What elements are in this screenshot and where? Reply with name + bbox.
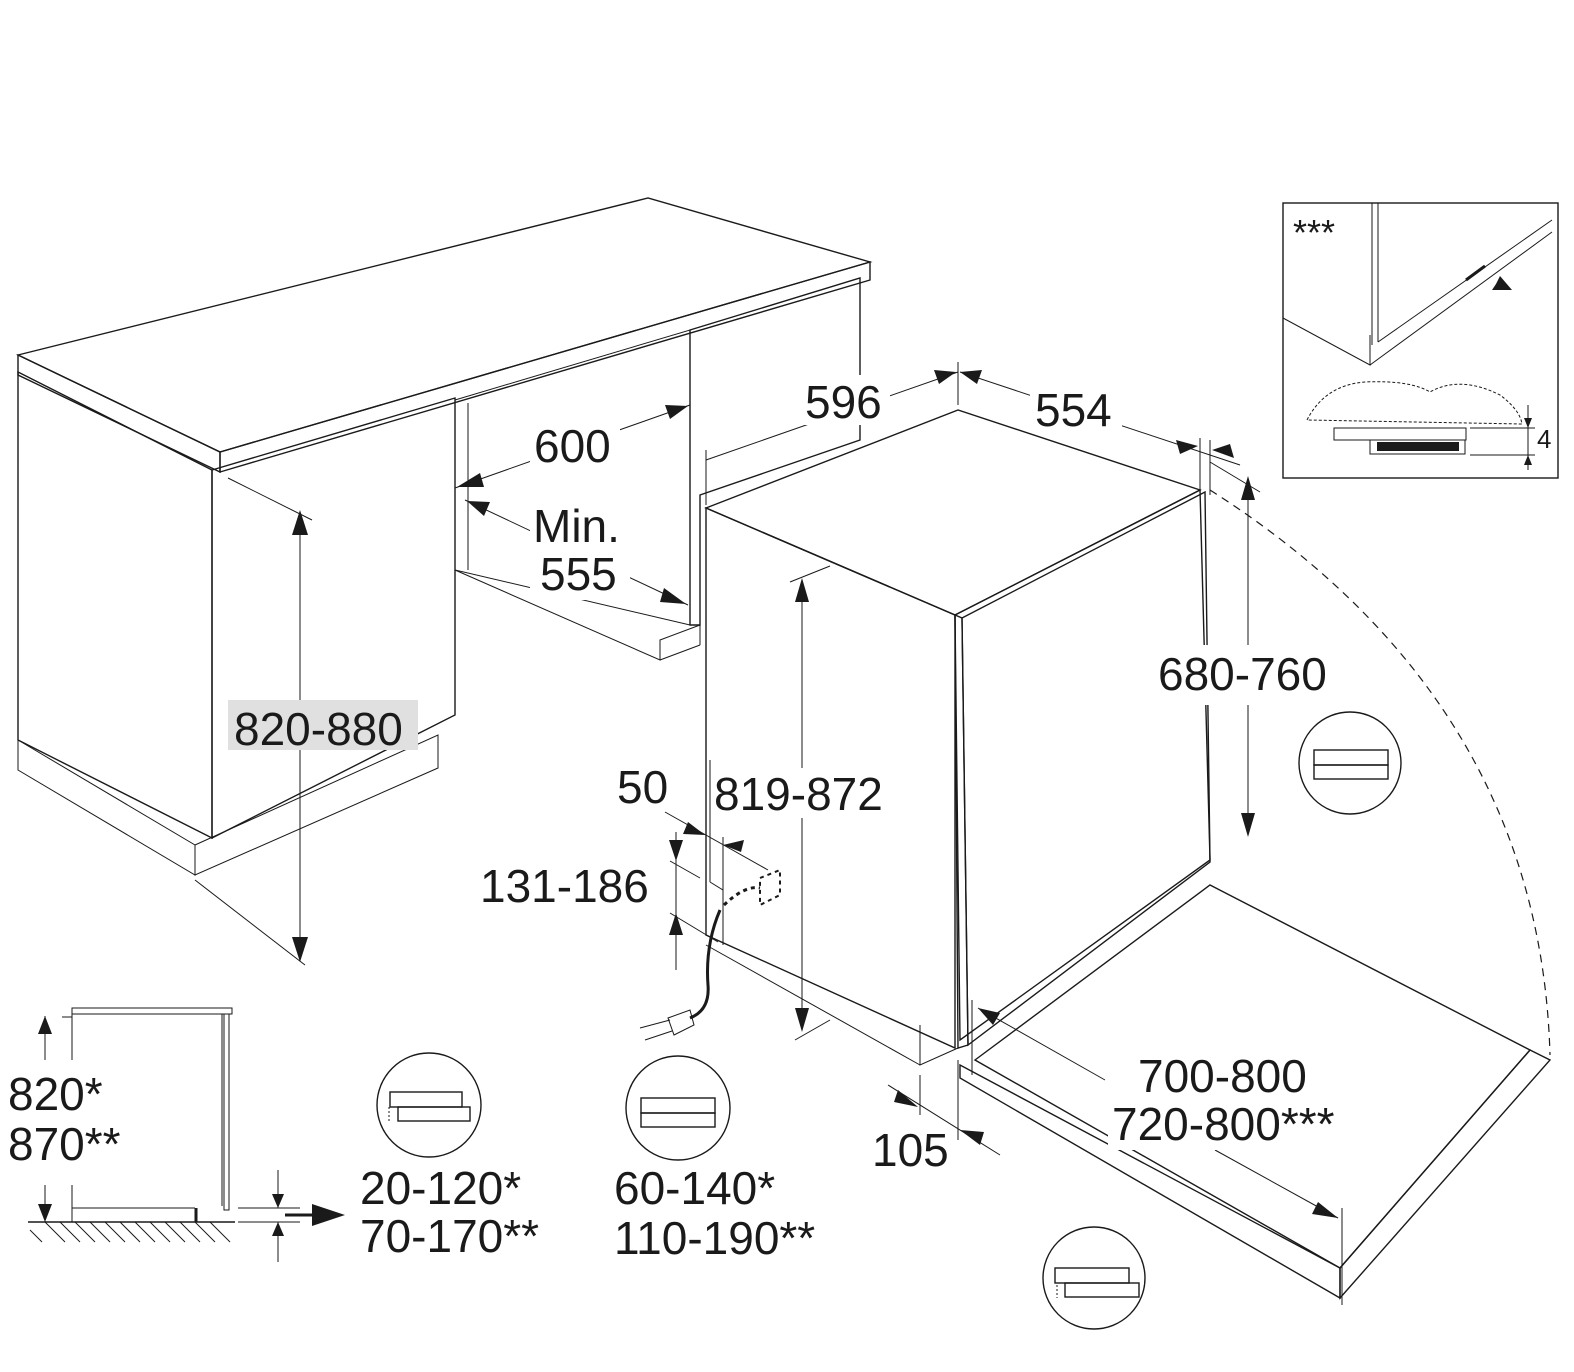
label-appliance-width: 596 xyxy=(805,376,882,428)
dishwasher xyxy=(704,409,1552,1300)
plinth-icon-offset xyxy=(376,1052,482,1158)
inset-detail xyxy=(1282,202,1559,479)
label-appliance-height: 819-872 xyxy=(714,768,883,820)
door-panel xyxy=(961,490,1211,1047)
door-fit-icon-offset xyxy=(1042,1226,1146,1330)
label-inset-gap: 4 xyxy=(1537,424,1551,454)
plug-icon xyxy=(639,1009,695,1041)
label-door-height: 680-760 xyxy=(1158,648,1327,700)
label-inset-marker: *** xyxy=(1293,212,1335,253)
plinth-icon-flush xyxy=(625,1055,731,1161)
door-fit-icon-flush xyxy=(1298,711,1402,815)
label-niche-width: 600 xyxy=(534,420,611,472)
label-plinth-2: 70-170** xyxy=(360,1210,539,1262)
label-connection-height: 131-186 xyxy=(480,860,649,912)
kitchen-cabinet xyxy=(15,197,873,876)
label-appliance-depth: 554 xyxy=(1035,384,1112,436)
dim-appliance-width-depth xyxy=(705,362,1241,505)
worktop xyxy=(15,197,873,453)
power-cord xyxy=(689,909,722,1020)
label-plinth-1: 20-120* xyxy=(360,1162,521,1214)
label-niche-depth-min: 555 xyxy=(540,548,617,600)
label-niche-height: 820-880 xyxy=(234,703,403,755)
label-min: Min. xyxy=(533,500,620,552)
dim-connection xyxy=(639,760,781,1041)
label-door-open-2: 720-800*** xyxy=(1112,1098,1335,1150)
label-door-open-1: 700-800 xyxy=(1138,1050,1307,1102)
side-view xyxy=(28,1007,345,1262)
label-legend-mid-1: 60-140* xyxy=(614,1162,775,1214)
label-legend-mid-2: 110-190** xyxy=(614,1212,815,1264)
arrow-right-icon xyxy=(312,1204,345,1226)
dim-plinth-depth xyxy=(887,1060,1001,1156)
label-side-height-2: 870** xyxy=(8,1118,121,1170)
label-side-height-1: 820* xyxy=(8,1068,103,1120)
arrow-icon xyxy=(1480,276,1512,290)
label-connection-offset: 50 xyxy=(617,761,668,813)
dim-door-open-length xyxy=(971,1000,1343,1305)
label-plinth-depth: 105 xyxy=(872,1124,949,1176)
